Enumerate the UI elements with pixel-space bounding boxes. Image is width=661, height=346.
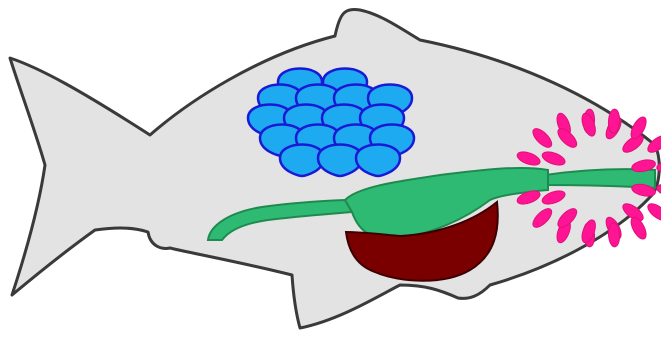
scale	[356, 145, 400, 177]
gill-filament	[628, 215, 649, 241]
gill-filament	[645, 201, 661, 224]
